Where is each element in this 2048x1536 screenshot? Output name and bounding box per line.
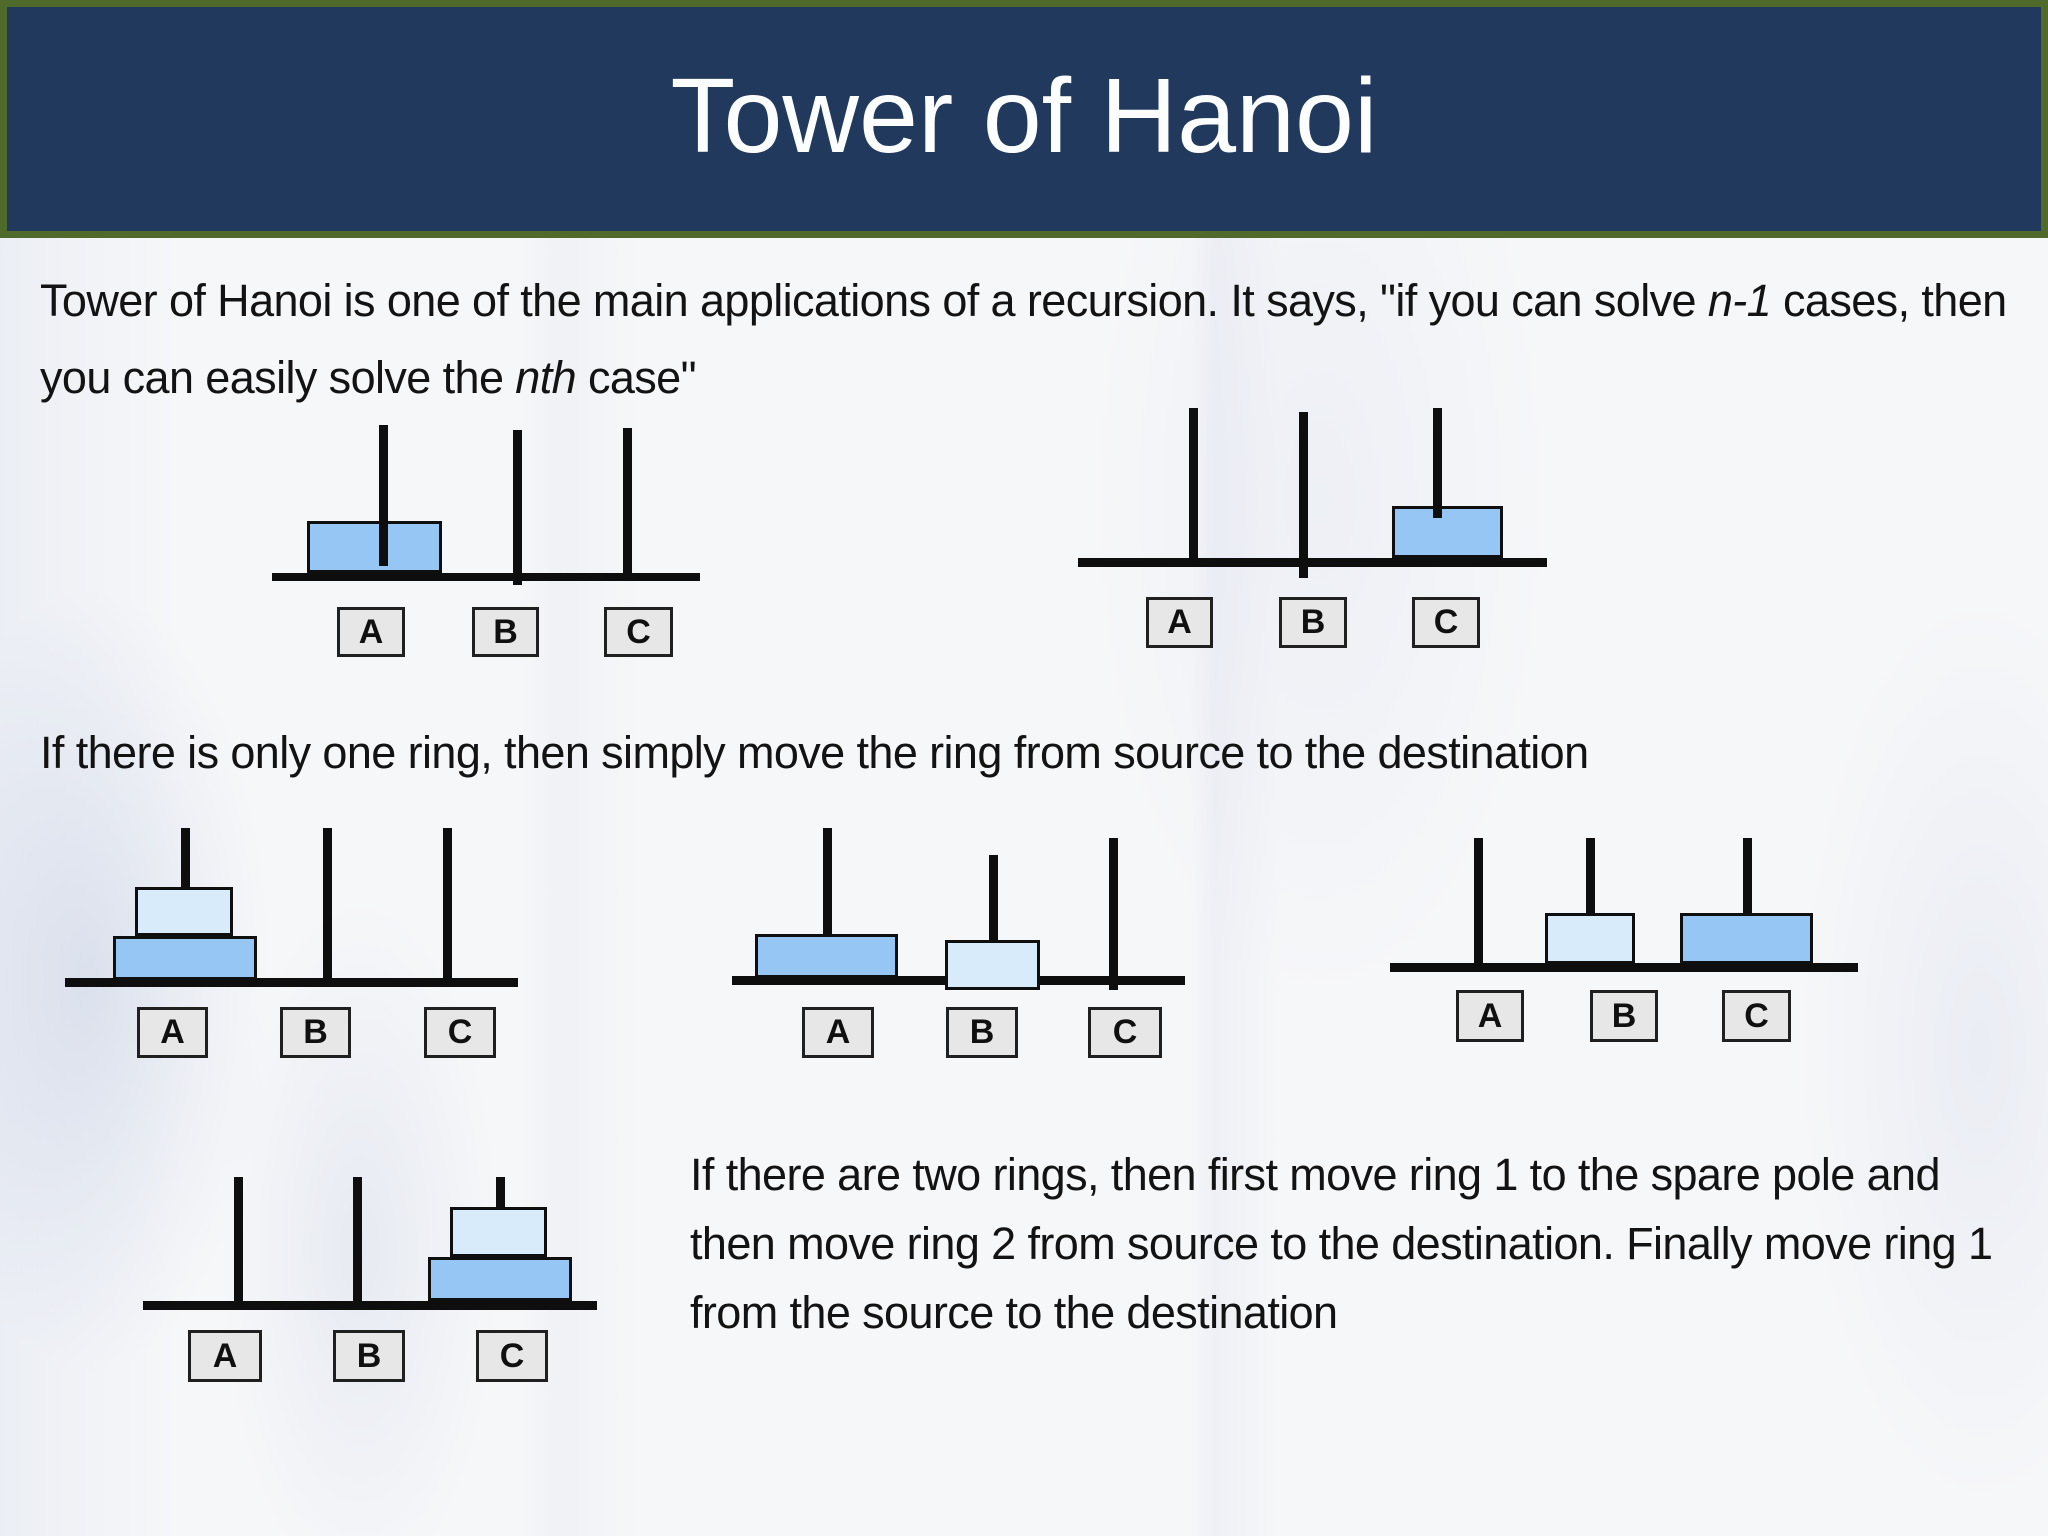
base-line [65, 978, 518, 987]
text-run: Tower of Hanoi is one of the main applic… [40, 275, 1708, 326]
pole-label-b: B [946, 1007, 1018, 1058]
pole-label-a: A [1146, 597, 1213, 648]
ring-small-on-pole-c [450, 1207, 547, 1257]
pole-label-b: B [1590, 990, 1658, 1042]
pole-label-a: A [802, 1007, 874, 1058]
text-run: cases, then you can easily solve the [40, 275, 2019, 403]
intro-paragraph: Tower of Hanoi is one of the main applic… [40, 262, 2030, 416]
pole-c [1433, 408, 1442, 518]
pole-label-c: C [1412, 597, 1480, 648]
pole-label-b: B [1279, 597, 1347, 648]
base-line [1390, 963, 1858, 972]
pole-label-a: A [1456, 990, 1524, 1042]
one-ring-paragraph: If there is only one ring, then simply m… [40, 727, 1589, 778]
pole-label-a: A [188, 1330, 262, 1382]
slide-header: Tower of Hanoi [0, 0, 2048, 238]
pole-label-a: A [337, 607, 405, 657]
pole-label-b: B [472, 607, 539, 657]
page-title: Tower of Hanoi [670, 57, 1378, 175]
pole-c [1743, 838, 1752, 963]
pole-a [1474, 838, 1483, 963]
ring-large-on-pole-a [307, 521, 442, 573]
pole-b [1586, 838, 1595, 963]
pole-b [989, 855, 998, 976]
pole-label-b: B [280, 1007, 351, 1058]
ring-large-on-pole-c [1680, 913, 1813, 964]
pole-b [513, 430, 522, 585]
pole-label-c: C [424, 1007, 496, 1058]
ring-small-on-pole-a [135, 887, 233, 936]
base-line [272, 573, 700, 581]
pole-label-b: B [333, 1330, 405, 1382]
pole-label-c: C [476, 1330, 548, 1382]
pole-a [234, 1177, 243, 1301]
two-ring-paragraph: If there are two rings, then first move … [690, 1149, 2005, 1338]
ring-large-on-pole-a [113, 936, 257, 980]
pole-label-c: C [604, 607, 673, 657]
ring-small-on-pole-b [1545, 913, 1635, 964]
pole-c [623, 428, 632, 581]
pole-c [443, 828, 452, 978]
pole-b [353, 1177, 362, 1301]
pole-label-c: C [1088, 1007, 1162, 1058]
ring-large-on-pole-c [428, 1257, 572, 1301]
pole-b [323, 828, 332, 978]
pole-a [823, 828, 832, 976]
pole-label-a: A [137, 1007, 208, 1058]
italic-text-run: nth [515, 352, 577, 403]
ring-large-on-pole-a [755, 934, 898, 978]
ring-small-on-pole-b [945, 940, 1040, 990]
text-run: case" [576, 352, 697, 403]
pole-a [1189, 408, 1198, 558]
pole-b [1299, 412, 1308, 578]
pole-a [379, 425, 388, 566]
ring-large-on-pole-c [1392, 506, 1503, 558]
pole-c [1109, 838, 1118, 990]
italic-text-run: n-1 [1707, 275, 1772, 326]
base-line [1078, 558, 1547, 567]
base-line [143, 1301, 597, 1310]
pole-label-c: C [1722, 990, 1791, 1042]
